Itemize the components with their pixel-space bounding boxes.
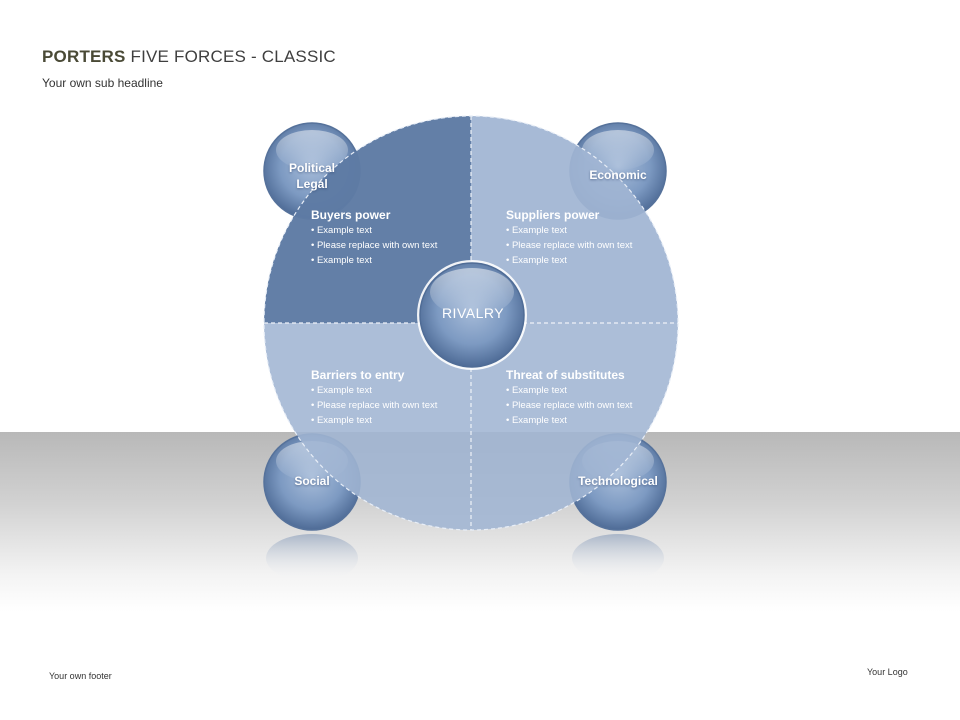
orb-reflections — [266, 534, 664, 582]
bullet-item: Example text — [506, 253, 632, 268]
quadrant-title: Suppliers power — [506, 208, 600, 222]
bullet-item: Example text — [506, 413, 632, 428]
bullet-item: Example text — [506, 223, 632, 238]
quadrant-title: Threat of substitutes — [506, 368, 625, 382]
orb-label-technological: Technological — [578, 474, 658, 488]
rivalry-label: RIVALRY — [441, 305, 505, 321]
page-footer: Your own footer — [49, 671, 112, 681]
quadrant-text-threat-of-substitutes: Threat of substitutes Example text Pleas… — [506, 367, 632, 428]
bullet-item: Please replace with own text — [311, 398, 437, 413]
page-title: PORTERS FIVE FORCES - CLASSIC — [42, 47, 336, 66]
orb-label-economic: Economic — [589, 168, 647, 182]
quadrant-text-barriers-to-entry: Barriers to entry Example text Please re… — [311, 367, 437, 428]
quadrant-text-buyers-power: Buyers power Example text Please replace… — [311, 207, 437, 268]
quadrant-text-suppliers-power: Suppliers power Example text Please repl… — [506, 207, 632, 268]
quadrant-title: Buyers power — [311, 208, 391, 222]
orb-label-political-legal: Political Legal — [272, 160, 352, 192]
bullet-item: Example text — [311, 383, 437, 398]
quadrant-title: Barriers to entry — [311, 368, 405, 382]
logo-placeholder: Your Logo — [867, 667, 908, 677]
bullet-item: Please replace with own text — [506, 238, 632, 253]
bullet-item: Example text — [506, 383, 632, 398]
bullet-item: Example text — [311, 223, 437, 238]
bullet-item: Example text — [311, 253, 437, 268]
orb-label-social: Social — [294, 474, 330, 488]
bullet-item: Please replace with own text — [506, 398, 632, 413]
page-subtitle: Your own sub headline — [42, 76, 163, 90]
political-label: Political Legal — [288, 161, 335, 191]
bullet-item: Example text — [311, 413, 437, 428]
rivalry-orb — [417, 260, 527, 370]
bullet-item: Please replace with own text — [311, 238, 437, 253]
